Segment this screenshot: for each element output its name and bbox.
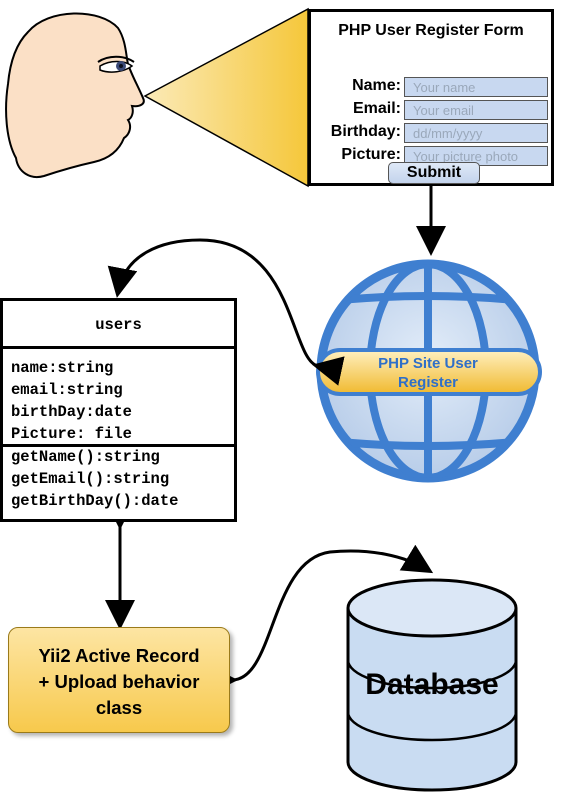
database-cylinder-icon bbox=[346, 578, 518, 792]
active-record-line-3: class bbox=[95, 697, 143, 718]
active-record-box: Yii2 Active Record + Upload behavior cla… bbox=[8, 627, 230, 733]
form-row-email: Email: bbox=[311, 98, 551, 120]
name-input[interactable] bbox=[404, 77, 548, 97]
users-class-box: users name:string email:string birthDay:… bbox=[0, 298, 237, 522]
picture-label: Picture: bbox=[341, 146, 401, 163]
globe-label-line-1: PHP Site User bbox=[378, 355, 478, 372]
email-input[interactable] bbox=[404, 100, 548, 120]
class-attribute: birthDay:date bbox=[11, 403, 132, 421]
globe-label: PHP Site User Register bbox=[318, 354, 538, 392]
register-form: PHP User Register Form Name: Email: Birt… bbox=[308, 9, 554, 186]
database-label: Database bbox=[365, 668, 499, 701]
name-label: Name: bbox=[352, 77, 401, 94]
class-name: users bbox=[95, 316, 142, 334]
vision-beam bbox=[143, 7, 309, 188]
globe-icon bbox=[316, 259, 542, 483]
class-method: getName():string bbox=[11, 448, 160, 466]
globe-label-line-2: Register bbox=[397, 374, 459, 391]
class-attribute: name:string bbox=[11, 359, 114, 377]
arrow-active-record-to-database bbox=[207, 544, 434, 696]
form-row-name: Name: bbox=[311, 75, 551, 97]
human-face-profile-icon bbox=[5, 12, 145, 178]
form-title: PHP User Register Form bbox=[338, 22, 524, 39]
birthday-input[interactable] bbox=[404, 123, 548, 143]
email-label: Email: bbox=[352, 100, 401, 117]
class-method: getEmail():string bbox=[11, 470, 170, 488]
arrow-globe-to-users bbox=[107, 238, 345, 386]
form-row-birthday: Birthday: bbox=[311, 121, 551, 143]
class-attribute: email:string bbox=[11, 381, 123, 399]
class-method: getBirthDay():date bbox=[11, 492, 179, 510]
active-record-line-2: + Upload behavior bbox=[38, 671, 200, 692]
class-divider bbox=[3, 346, 234, 349]
birthday-label: Birthday: bbox=[330, 123, 401, 140]
class-divider bbox=[3, 444, 234, 447]
active-record-line-1: Yii2 Active Record bbox=[38, 645, 200, 666]
submit-button[interactable]: Submit bbox=[388, 162, 480, 184]
class-attribute: Picture: file bbox=[11, 425, 132, 443]
